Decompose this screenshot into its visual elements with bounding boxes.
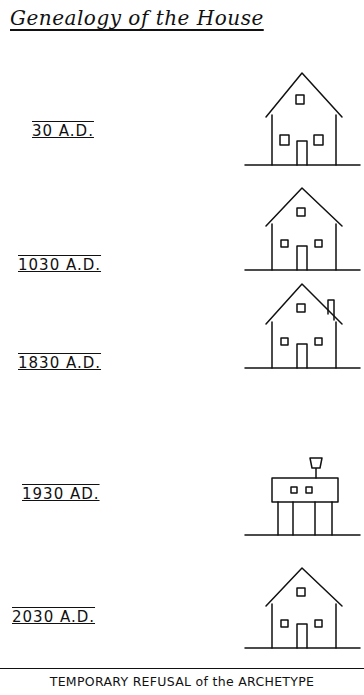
year-label: 30 A.D. — [32, 122, 94, 140]
ground-line — [245, 367, 360, 369]
house-outline — [266, 73, 342, 165]
window — [297, 304, 305, 312]
house-drawing — [245, 568, 360, 648]
window — [315, 240, 322, 247]
house-drawing — [245, 458, 360, 535]
window — [280, 135, 289, 145]
stilts — [278, 502, 332, 535]
door — [297, 246, 307, 270]
window — [315, 338, 322, 345]
house-outline — [266, 188, 342, 270]
window — [297, 588, 305, 596]
house-outline — [266, 568, 342, 648]
ground-line — [245, 269, 360, 271]
window — [296, 95, 304, 104]
ground-line — [245, 164, 360, 166]
year-label: 2030 A.D. — [12, 608, 95, 626]
ground-line — [245, 534, 360, 536]
door — [297, 344, 307, 368]
chimney — [328, 300, 334, 320]
window — [281, 338, 288, 345]
year-label: 1930 AD. — [22, 485, 100, 503]
door — [297, 141, 307, 165]
window — [291, 487, 297, 493]
door — [297, 624, 307, 648]
diagram-title: Genealogy of the House — [10, 6, 264, 30]
chimney — [310, 458, 322, 478]
window — [315, 620, 322, 627]
window — [281, 240, 288, 247]
house-outline — [266, 284, 342, 368]
house-drawing — [245, 73, 360, 165]
window — [314, 135, 323, 145]
house-drawing — [245, 188, 360, 270]
house-drawing — [245, 284, 360, 368]
ground-line — [245, 647, 360, 649]
house-outline — [272, 478, 338, 502]
diagram-caption: TEMPORARY REFUSAL of the ARCHETYPE — [0, 668, 364, 689]
year-label: 1030 A.D. — [18, 256, 101, 274]
window — [306, 487, 312, 493]
window — [281, 620, 288, 627]
window — [297, 208, 305, 216]
year-label: 1830 A.D. — [18, 354, 101, 372]
